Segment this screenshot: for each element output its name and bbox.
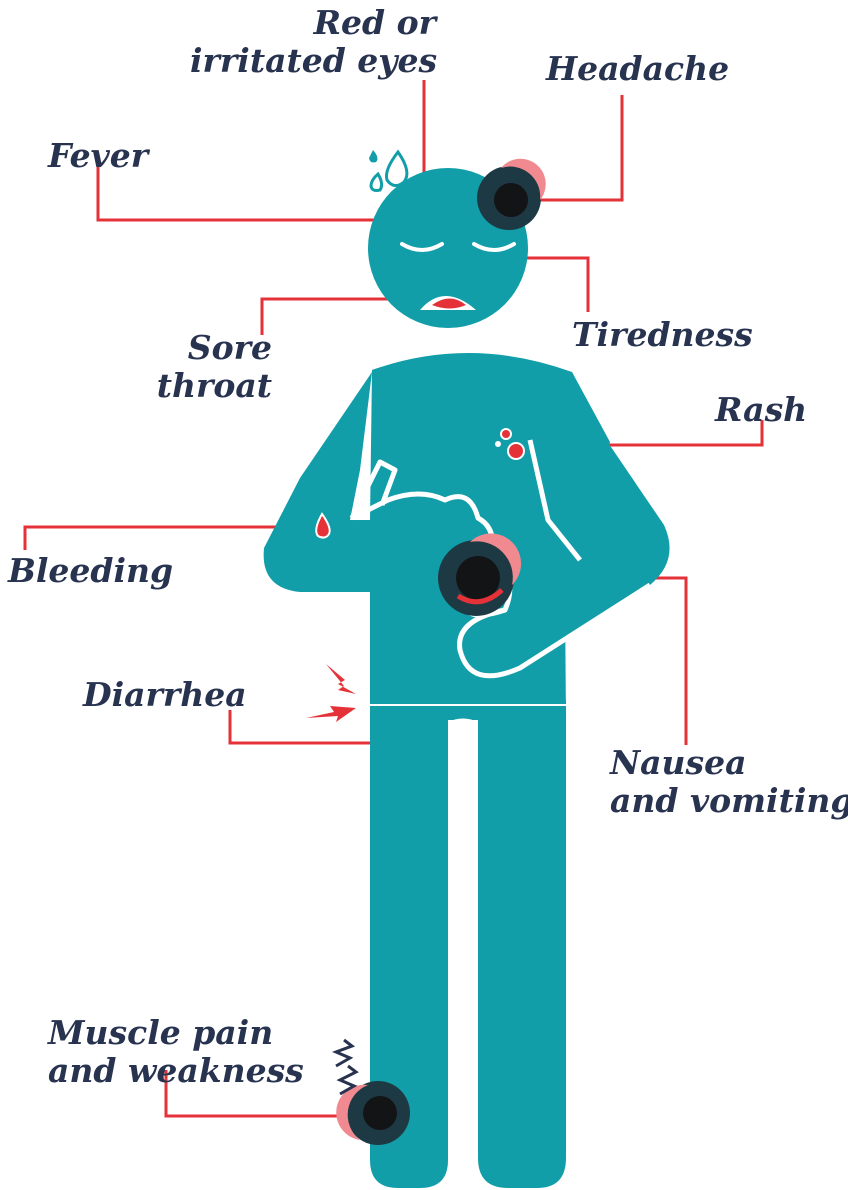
- leader-line-sore-throat: [262, 299, 400, 335]
- sweat-drop-large: [386, 152, 406, 186]
- rash-dot: [508, 443, 524, 459]
- label-rash: Rash: [715, 391, 807, 429]
- leader-line-diarrhea: [230, 710, 390, 743]
- label-nausea: Nausea and vomiting: [610, 744, 848, 820]
- zigzag-icon: [336, 1040, 356, 1094]
- muscle-core: [363, 1096, 397, 1130]
- sweat-drop-small: [369, 150, 377, 163]
- rash-dot: [495, 441, 501, 447]
- sweat-drops-icon: [369, 150, 407, 191]
- label-tiredness: Tiredness: [572, 316, 753, 354]
- label-headache: Headache: [546, 50, 729, 88]
- right-leg: [478, 700, 566, 1188]
- zigzag-line: [336, 1040, 352, 1066]
- label-diarrhea: Diarrhea: [83, 676, 247, 714]
- headache-core: [494, 183, 528, 217]
- lightning-bolt: [326, 664, 356, 694]
- label-bleeding: Bleeding: [8, 552, 173, 590]
- rash-dot: [501, 429, 511, 439]
- lightning-bolt: [306, 706, 356, 722]
- leg-gap: [448, 719, 478, 1189]
- sweat-drop-medium: [371, 174, 382, 191]
- label-red-eyes: Red or irritated eyes: [190, 4, 436, 80]
- label-fever: Fever: [48, 137, 148, 175]
- label-sore-throat: Sore throat: [150, 329, 272, 405]
- nausea-core: [456, 556, 500, 600]
- label-muscle: Muscle pain and weakness: [48, 1014, 304, 1090]
- lightning-icon: [306, 664, 356, 722]
- leader-line-bleeding: [25, 527, 298, 550]
- leader-line-tiredness: [516, 258, 588, 312]
